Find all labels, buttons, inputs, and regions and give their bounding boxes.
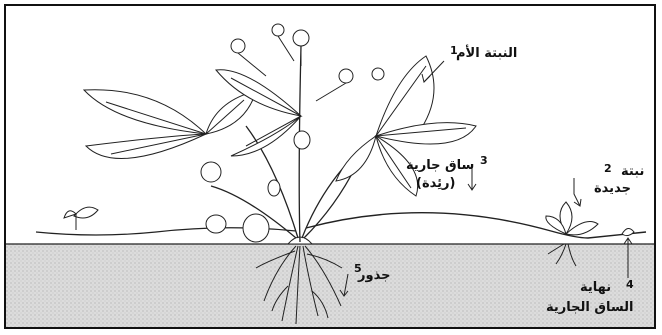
- label-runner-tip-line1: نهاية: [580, 280, 611, 295]
- diagram-frame: 1 النبتة الأم 2 نبتة جديدة 3 ساق جارية (…: [4, 4, 656, 329]
- label-runner-line1: ساق جارية: [406, 158, 474, 173]
- label-4-number: 4: [626, 278, 634, 291]
- label-mother-plant: النبتة الأم: [456, 46, 517, 61]
- runner-tip: [622, 228, 634, 235]
- strawberry-plant-drawing: [6, 6, 656, 329]
- soil: [6, 244, 656, 329]
- label-runner-tip-line2: الساق الجارية: [546, 300, 633, 315]
- label-runner-line2: (رئِدة): [416, 176, 455, 191]
- label-new-plantlet-line1: نبتة: [621, 164, 644, 179]
- left-sprig: [64, 207, 98, 230]
- right-leaf: [336, 56, 476, 196]
- left-leaf: [84, 90, 256, 159]
- label-2-number: 2: [604, 162, 612, 175]
- label-new-plantlet-line2: جديدة: [594, 181, 631, 196]
- label-roots: جذور: [358, 268, 390, 283]
- new-plantlet: [546, 202, 598, 235]
- label-3-number: 3: [480, 154, 488, 167]
